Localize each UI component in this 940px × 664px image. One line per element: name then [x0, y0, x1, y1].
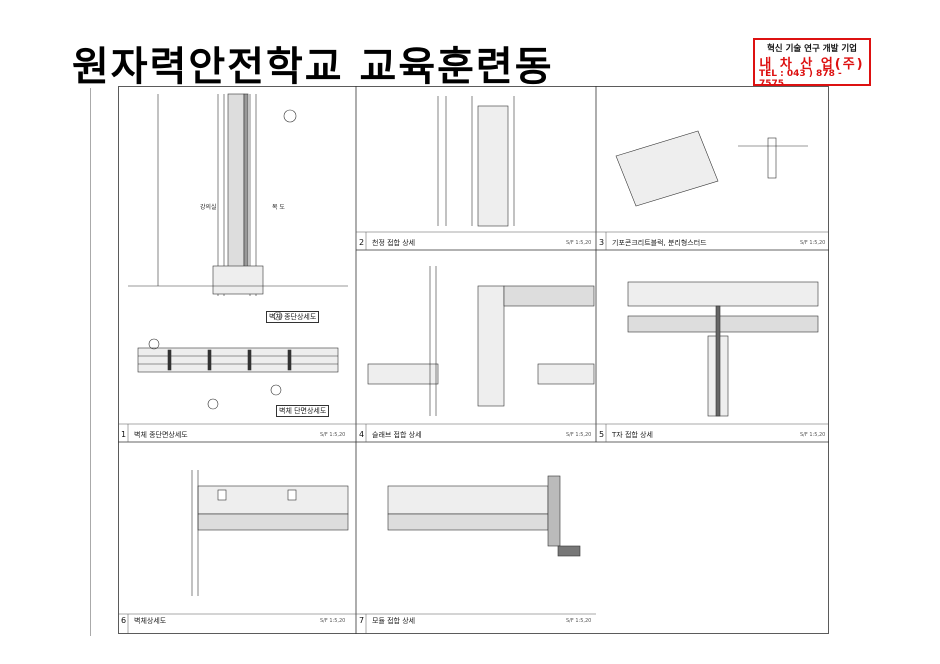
panel-6-number: 6: [121, 616, 127, 625]
detail-2-drawing: [437, 96, 515, 227]
detail-5-drawing: [627, 281, 819, 417]
panel-7-title: 모듈 접합 상세: [372, 617, 416, 625]
company-stamp: 혁신 기술 연구 개발 기업 내 차 산 업(주) TEL : 043 ) 87…: [753, 38, 871, 89]
panel-2-scale: S/F 1:5,20: [566, 240, 592, 246]
room-b-label: 복 도: [272, 204, 285, 211]
panel-1-title: 벽체 종단면상세도: [134, 431, 188, 439]
detail-3-drawing: [615, 130, 808, 207]
binding-line: [90, 88, 91, 636]
room-a-label: 강의실: [200, 204, 217, 211]
detail-4-drawing: [367, 266, 595, 416]
panel-4-scale: S/F 1:5,20: [566, 432, 592, 438]
panel-2-title: 천정 접합 상세: [372, 239, 416, 247]
stamp-phone: TEL : 043 ) 878 - 7575: [759, 69, 842, 89]
detail-a-label: 벽체 종단상세도: [266, 311, 320, 323]
stamp-slogan: 혁신 기술 연구 개발 기업: [766, 44, 858, 54]
stamp-company: 내 차 산 업(주): [759, 57, 865, 72]
panel-5-scale: S/F 1:5,20: [800, 432, 826, 438]
panel-2-number: 2: [359, 238, 365, 247]
panel-4-number: 4: [359, 430, 365, 439]
panel-7-number: 7: [359, 616, 365, 625]
panel-6-scale: S/F 1:5,20: [320, 618, 346, 624]
page-title: 원자력안전학교 교육훈련동: [72, 44, 554, 90]
panel-6-title: 벽체상세도: [134, 617, 167, 625]
detail-6-drawing: [191, 470, 349, 596]
panel-4-title: 슬래브 접합 상세: [372, 431, 422, 439]
drawing-sheet: [118, 86, 829, 634]
detail-b-label: 벽체 단면상세도: [276, 405, 330, 417]
panel-1-number: 1: [121, 430, 127, 439]
panel-7-scale: S/F 1:5,20: [566, 618, 592, 624]
panel-5-number: 5: [599, 430, 605, 439]
detail-7-drawing: [387, 475, 581, 557]
panel-3-title: 기포콘크리트블럭, 분리형스터드: [612, 239, 707, 247]
panel-1-scale: S/F 1:5,20: [320, 432, 346, 438]
panel-3-number: 3: [599, 238, 605, 247]
detail-1-drawing: [128, 93, 348, 410]
panel-5-title: T자 접합 상세: [612, 431, 653, 439]
panel-3-scale: S/F 1:5,20: [800, 240, 826, 246]
